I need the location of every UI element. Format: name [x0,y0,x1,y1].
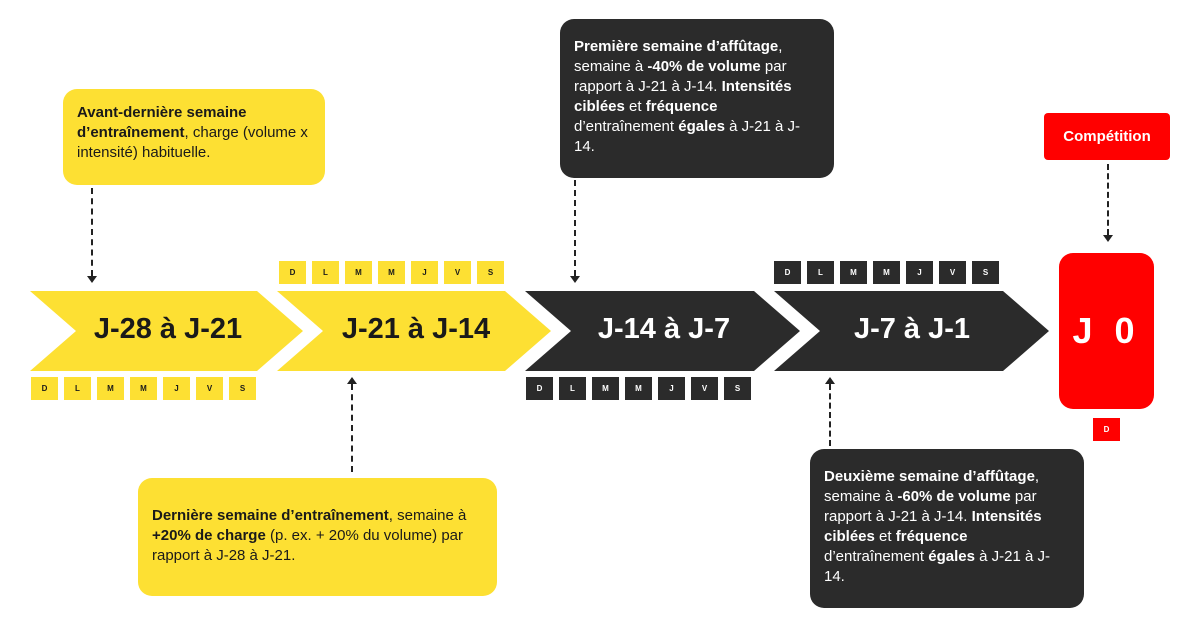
note-text: et [624,98,646,115]
day-cell: J [658,377,685,400]
final-day-letter: D [1093,418,1120,441]
note-derniere-semaine: Dernière semaine d’entraînement, semaine… [138,478,497,596]
competition-label: Compétition [1063,128,1151,145]
note-text: par rapport à J-21 à J-14. [574,58,787,95]
chevron-j14-j7 [525,291,800,371]
note-bold: Intensités ciblées [574,78,792,115]
day-cell: M [130,377,157,400]
day-cell: L [64,377,91,400]
competition-badge: Compétition [1044,113,1170,160]
note-avant-derniere-semaine: Avant-dernière semaine d’entraînement, c… [63,89,325,185]
day-cell: V [196,377,223,400]
note-text: , charge (volume x intensité) habituelle… [77,124,308,161]
day-cell: J [163,377,190,400]
note-bold: -40% de volume [647,58,761,75]
day-cell: L [807,261,834,284]
day-cell: M [592,377,619,400]
segment-label-j14-j7: J-14 à J-7 [597,313,731,345]
arrow-down-icon [1103,235,1113,242]
note-text: , semaine à [824,468,1040,505]
day-cell: L [312,261,339,284]
chevron-j7-j1 [774,291,1049,371]
note-bold: fréquence [645,98,718,115]
note-text: à J-21 à J-14. [574,118,800,155]
connector-derniere [351,384,353,472]
note-bold: égales [678,118,725,135]
note-deuxieme-semaine-affutage: Deuxième semaine d’affûtage, semaine à -… [810,449,1084,608]
note-text: , semaine à [574,38,783,75]
day-cell: D [526,377,553,400]
day-cell: M [345,261,372,284]
arrow-up-icon [347,377,357,384]
day-cell: V [444,261,471,284]
segment-label-j28-j21: J-28 à J-21 [93,313,243,345]
day-cell: M [97,377,124,400]
note-text: d’entraînement [574,118,679,135]
note-text: par rapport à J-21 à J-14. [824,488,1037,525]
note-bold: -60% de volume [897,488,1011,505]
day-cell: D [31,377,58,400]
day-cell: M [840,261,867,284]
connector-avant-derniere [91,188,93,276]
note-bold: +20% de charge [152,527,266,544]
arrow-up-icon [825,377,835,384]
day-cell: J [906,261,933,284]
day-cell: D [774,261,801,284]
note-bold: Avant-dernière semaine d’entraînement [77,104,247,141]
connector-deuxieme-affutage [829,384,831,446]
day-cell: M [378,261,405,284]
note-text: d’entraînement [824,548,929,565]
day-cell: S [229,377,256,400]
note-bold: Dernière semaine d’entraînement [152,507,389,524]
segment-label-j7-j1: J-7 à J-1 [853,313,971,345]
day-cell: M [873,261,900,284]
arrow-down-icon [570,276,580,283]
day-cell: V [939,261,966,284]
day-cell: S [724,377,751,400]
final-day-block: J 0 [1059,253,1154,409]
arrow-down-icon [87,276,97,283]
note-text: , semaine à [388,507,467,524]
day-cell: L [559,377,586,400]
days-row-j28-j21: D L M M J V S [31,377,256,400]
days-row-j14-j7: D L M M J V S [526,377,751,400]
day-cell: J [411,261,438,284]
note-bold: fréquence [895,528,968,545]
chevron-j21-j14 [277,291,551,371]
chevron-j28-j21 [30,291,303,371]
day-cell: M [625,377,652,400]
days-row-j21-j14: D L M M J V S [279,261,504,284]
days-row-j7-j1: D L M M J V S [774,261,999,284]
segment-label-j21-j14: J-21 à J-14 [341,313,491,345]
day-cell: V [691,377,718,400]
note-bold: Deuxième semaine d’affûtage [824,468,1035,485]
final-day-label: J 0 [1072,310,1141,351]
connector-premiere-affutage [574,180,576,276]
day-cell: S [972,261,999,284]
note-bold: Intensités ciblées [824,508,1042,545]
note-text: (p. ex. + 20% du volume) par rapport à J… [152,527,463,564]
note-bold: Première semaine d’affûtage [574,38,779,55]
day-cell: S [477,261,504,284]
connector-competition [1107,164,1109,235]
note-text: à J-21 à J-14. [824,548,1050,585]
note-premiere-semaine-affutage: Première semaine d’affûtage, semaine à -… [560,19,834,178]
day-cell: D [279,261,306,284]
note-text: et [874,528,896,545]
note-bold: égales [928,548,975,565]
